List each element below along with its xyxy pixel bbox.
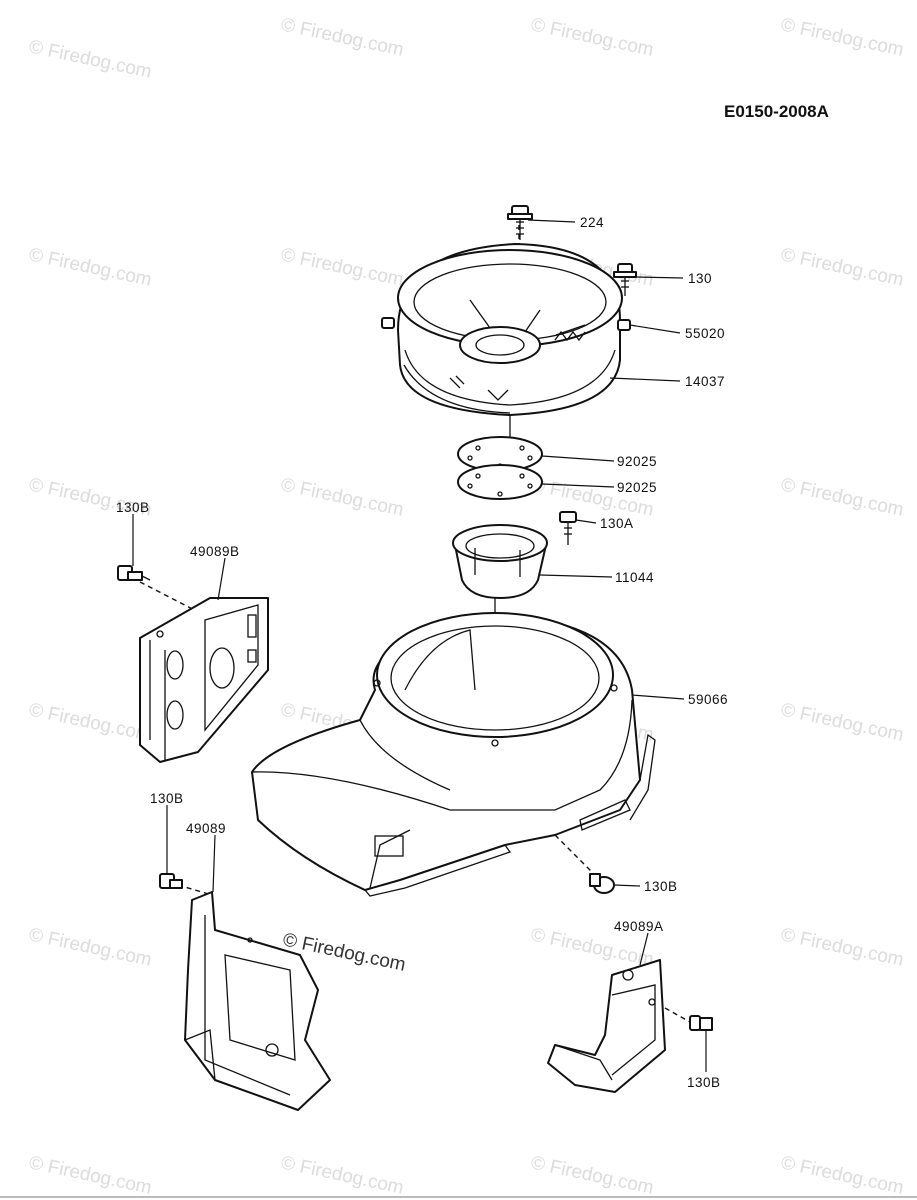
watermark-tiles: © Firedog.com © Firedog.com © Firedog.co…: [27, 14, 906, 1199]
bolt-130b-shroud: [554, 834, 615, 894]
part-labels: 224 130 55020 14037 92025 92025 130A 110…: [116, 215, 728, 1090]
blower-housing-59066: [251, 612, 656, 897]
bolt-130b-lower-right: [689, 1015, 713, 1031]
bolt-130: [613, 263, 637, 296]
part-label: 130B: [644, 879, 678, 894]
watermark-tile: © Firedog.com: [279, 244, 406, 291]
watermark-tile: © Firedog.com: [779, 924, 906, 971]
fan-housing-14037: [381, 243, 631, 416]
part-label: 49089: [186, 821, 226, 836]
starter-pulley-11044: [452, 524, 548, 599]
part-label: 49089B: [190, 544, 240, 559]
diagram-code: E0150-2008A: [724, 102, 829, 121]
bracket-49089b: [139, 581, 269, 763]
watermark-tile: © Firedog.com: [27, 1152, 154, 1199]
part-label: 224: [580, 215, 604, 230]
part-label: 130A: [600, 516, 634, 531]
part-label: 130B: [116, 500, 150, 515]
part-label: 130B: [687, 1075, 721, 1090]
bolt-130b-lower-left: [159, 873, 183, 889]
bolt-130b-upper-left: [117, 565, 151, 581]
part-label: 14037: [685, 374, 725, 389]
part-label: 11044: [615, 570, 654, 585]
part-label: 59066: [688, 692, 728, 707]
watermark-tile: © Firedog.com: [27, 699, 154, 746]
watermark-tile: © Firedog.com: [529, 14, 656, 61]
watermark-tile: © Firedog.com: [27, 924, 154, 971]
plate-92025-lower: [457, 464, 543, 500]
bracket-49089: [177, 884, 331, 1111]
watermark-tile: © Firedog.com: [779, 14, 906, 61]
leader-lines: [132, 219, 707, 1072]
watermark-tile: © Firedog.com: [779, 474, 906, 521]
bolt-130a: [559, 511, 577, 545]
part-label: 55020: [685, 326, 725, 341]
bracket-49089a: [547, 959, 691, 1093]
watermark-tile: © Firedog.com: [279, 474, 406, 521]
part-label: 130: [688, 271, 712, 286]
part-label: 49089A: [614, 919, 664, 934]
watermark-tile: © Firedog.com: [27, 244, 154, 291]
watermark-tile: © Firedog.com: [779, 699, 906, 746]
watermark-tile: © Firedog.com: [27, 36, 154, 83]
watermark-tile: © Firedog.com: [279, 1152, 406, 1199]
part-label: 92025: [617, 480, 657, 495]
watermark-tile: © Firedog.com: [529, 1152, 656, 1199]
watermark-tile: © Firedog.com: [779, 1152, 906, 1199]
part-label: 130B: [150, 791, 184, 806]
part-label: 92025: [617, 454, 657, 469]
watermark-tile: © Firedog.com: [779, 244, 906, 291]
watermark-tile: © Firedog.com: [279, 14, 406, 61]
bolt-224: [507, 205, 533, 240]
